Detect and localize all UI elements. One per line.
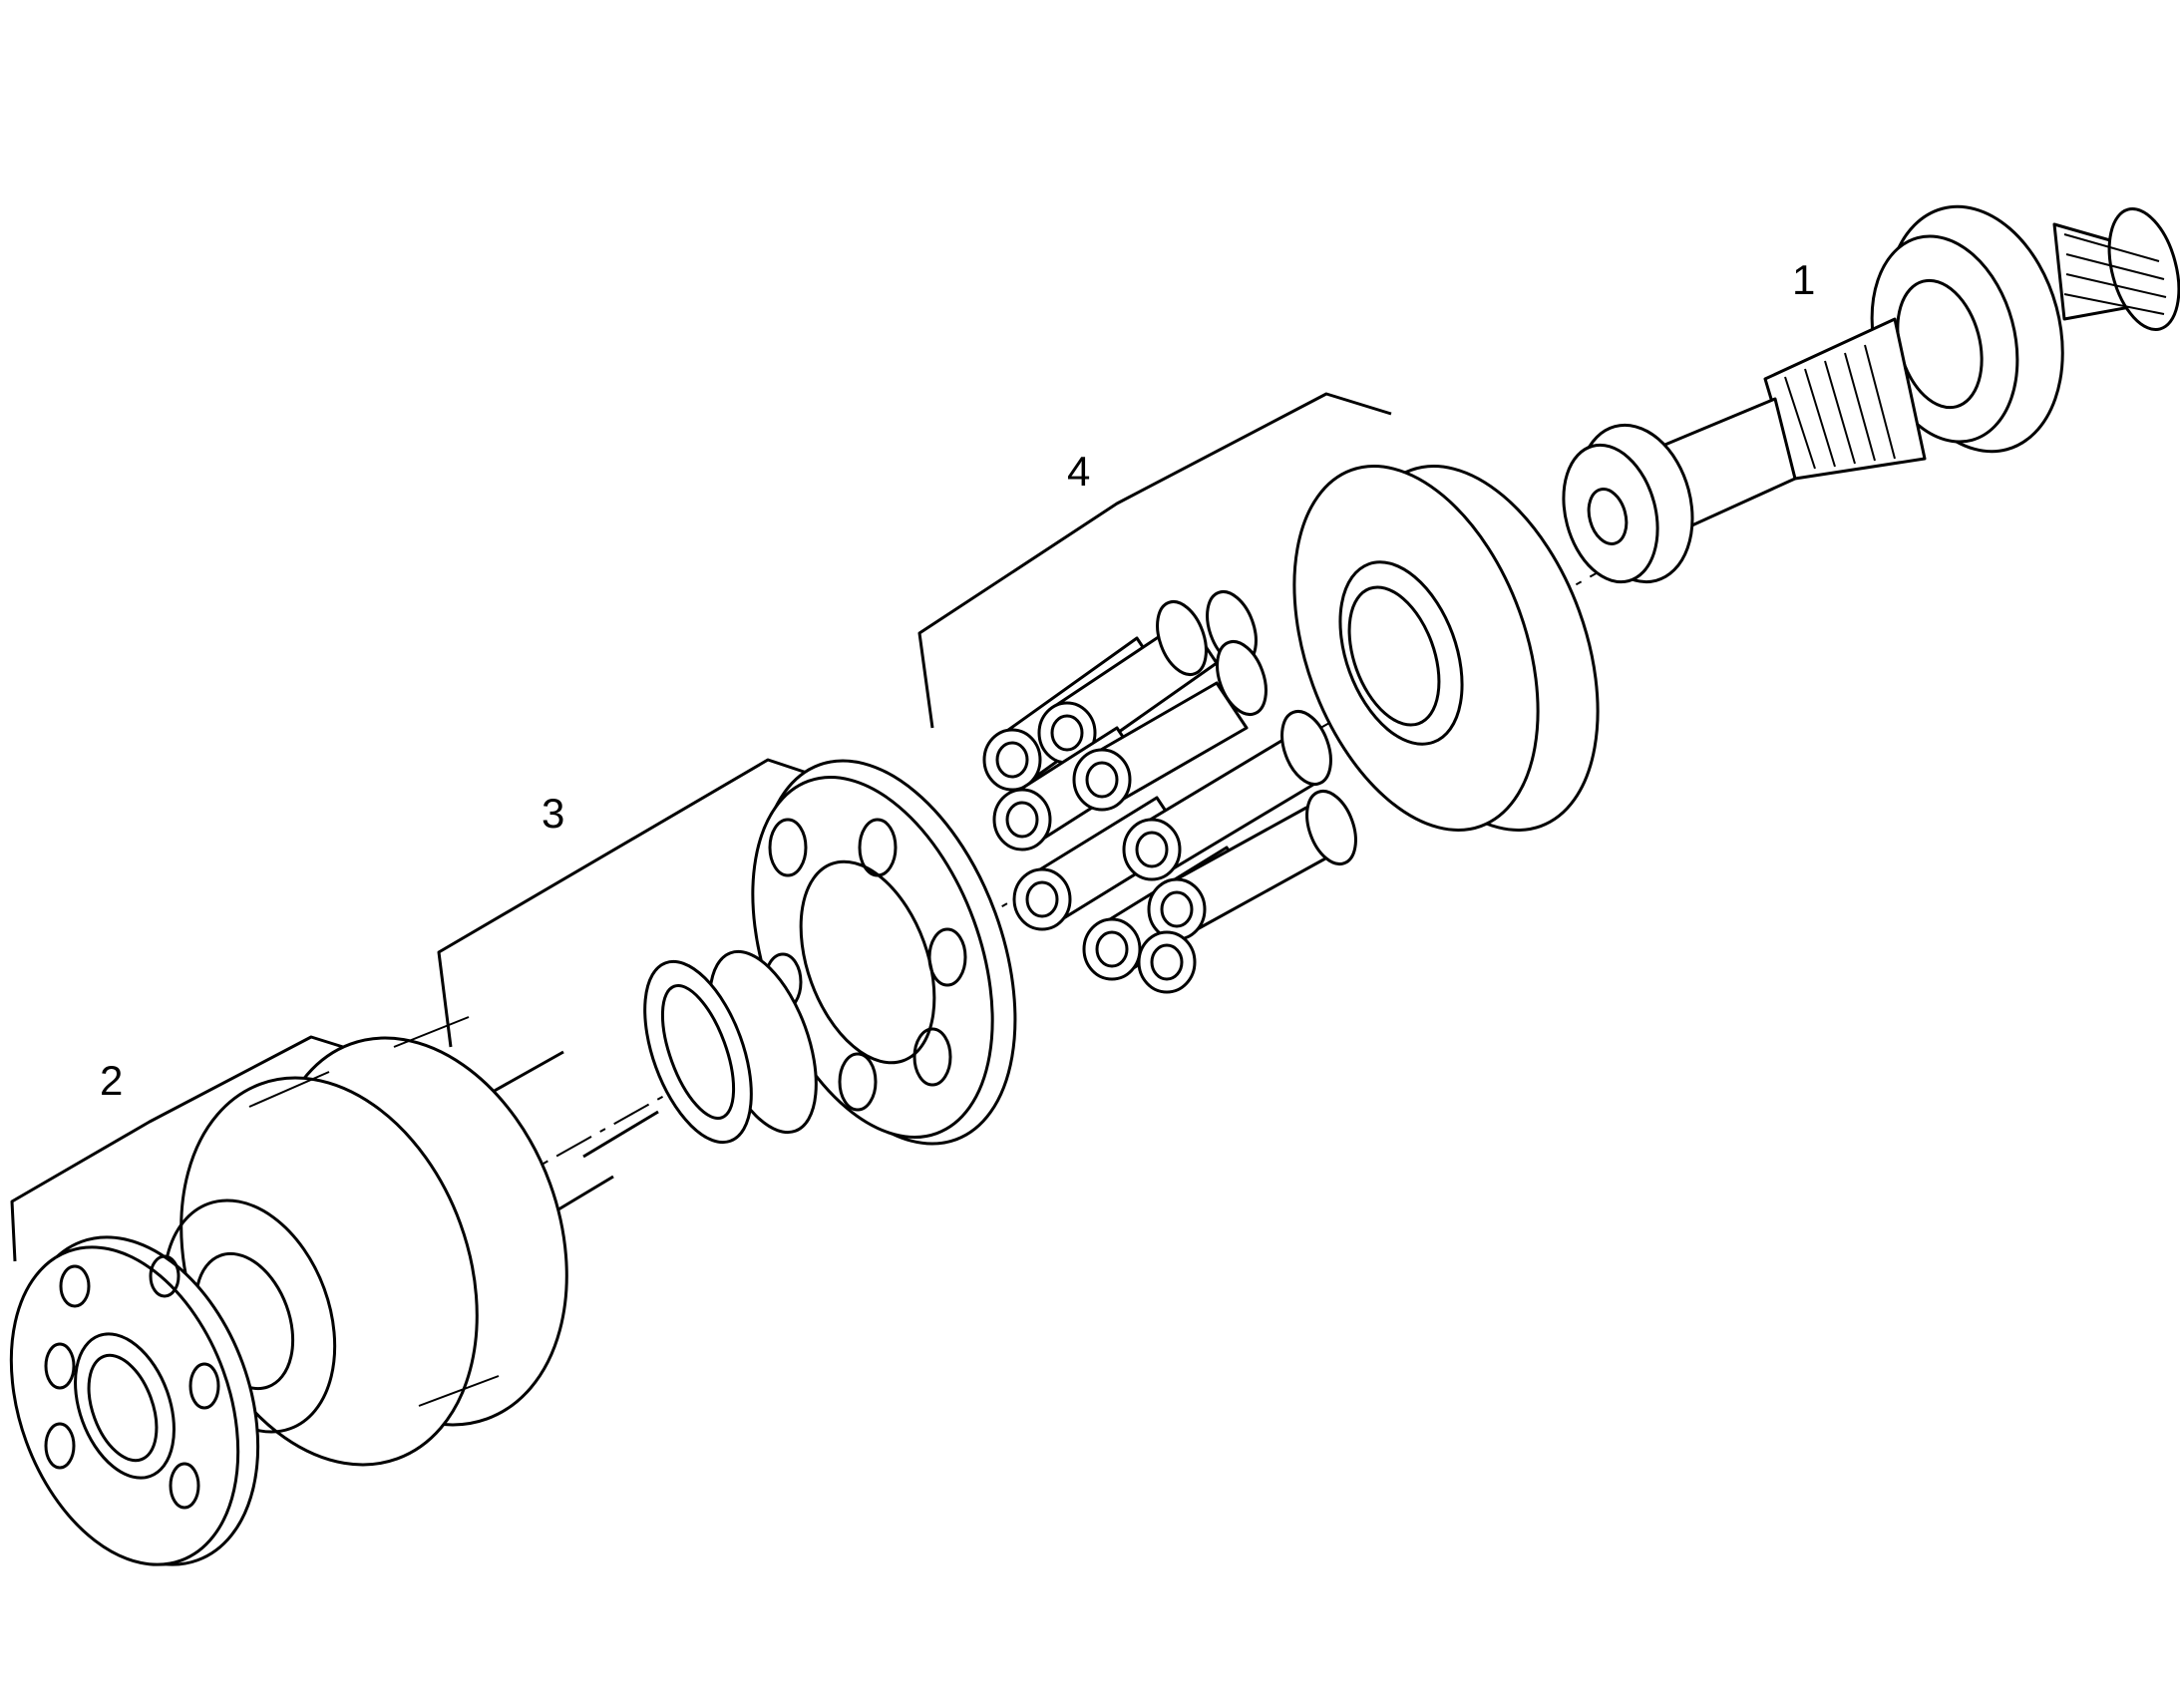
callout-label-3: 3 bbox=[542, 790, 564, 837]
callout-label-2: 2 bbox=[100, 1057, 123, 1104]
bracket-4 bbox=[917, 392, 1392, 729]
ball-guide bbox=[643, 949, 818, 1145]
callout-label-1: 1 bbox=[1792, 256, 1815, 303]
valve-plate bbox=[9, 1235, 260, 1566]
drive-shaft-assembly bbox=[1562, 204, 2180, 584]
bracket-3 bbox=[437, 758, 829, 1048]
bracket-2 bbox=[10, 1035, 360, 1262]
cylinder-block bbox=[162, 1016, 568, 1467]
piston-set bbox=[982, 590, 1357, 994]
callout-label-4: 4 bbox=[1067, 448, 1090, 495]
swash-plate bbox=[1292, 465, 1600, 832]
